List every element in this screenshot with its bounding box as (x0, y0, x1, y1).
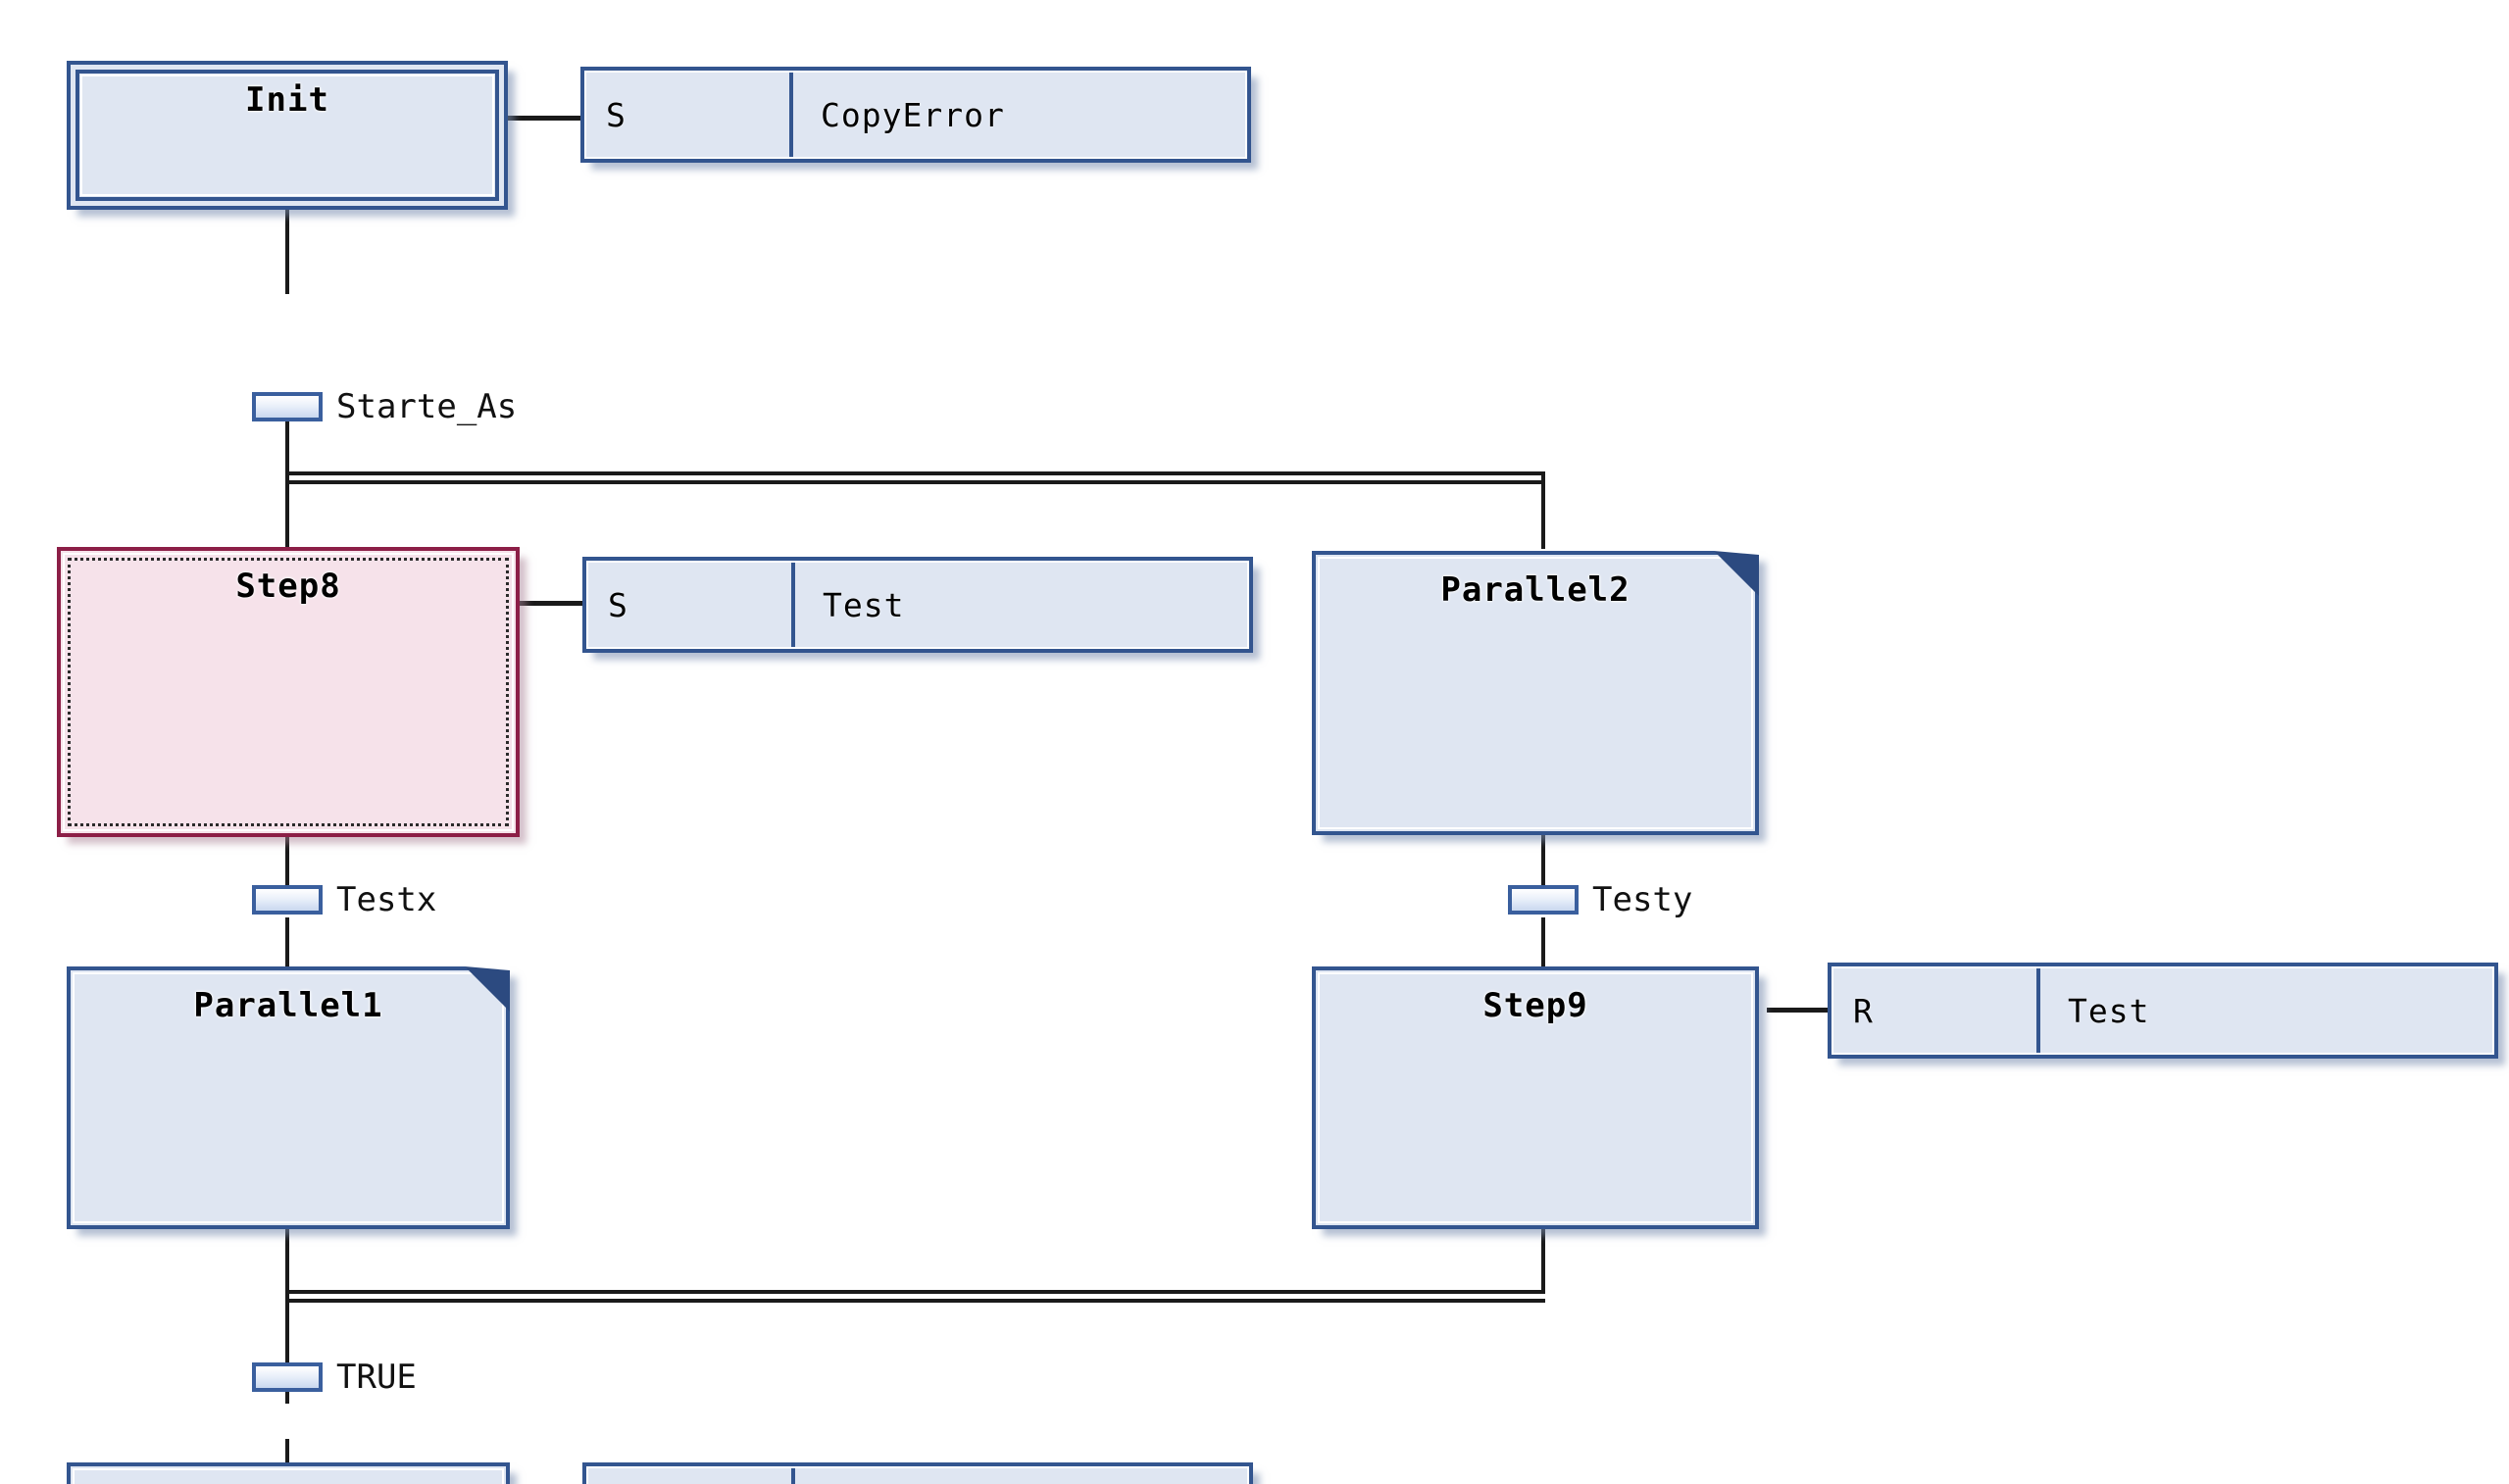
connector-step9-to-convergence (1541, 1223, 1545, 1297)
step-init-label: Init (245, 80, 329, 120)
action-qualifier: D T (586, 1466, 795, 1484)
action-block-copyerror[interactable]: S CopyError (580, 67, 1251, 163)
connector-testx-to-parallel1 (285, 917, 289, 971)
transition-label: Testy (1592, 880, 1693, 919)
step-parallel2[interactable]: Parallel2 (1312, 551, 1759, 835)
transition-bar-icon[interactable] (1508, 885, 1579, 915)
step-parallel1-label: Parallel1 (193, 986, 383, 1025)
transition-label: Starte_As (336, 387, 518, 426)
step-bottom-partial[interactable] (67, 1462, 510, 1484)
connector-parallel1-to-convergence (285, 1223, 289, 1297)
transition-label: TRUE (336, 1358, 417, 1397)
connector-step8-to-testx (285, 837, 289, 888)
action-link-init (506, 116, 580, 121)
transition-bar-icon[interactable] (252, 1362, 323, 1392)
connector-starte-to-divergence (285, 392, 289, 485)
transition-bar-icon[interactable] (252, 392, 323, 421)
connector-divergence-to-parallel2 (1541, 471, 1545, 549)
step-init[interactable]: Init (67, 61, 508, 210)
action-block-bottom-partial[interactable]: D T C (582, 1462, 1253, 1484)
transition-bar-icon[interactable] (252, 885, 323, 915)
connector-parallel2-to-testy (1541, 831, 1545, 888)
action-name: Test (2068, 991, 2150, 1030)
action-qualifier: R (1832, 966, 2040, 1055)
action-link-step8 (518, 601, 582, 606)
step-step9[interactable]: Step9 (1312, 966, 1759, 1229)
action-qualifier: S (586, 561, 795, 649)
step-step8[interactable]: Step8 (57, 547, 520, 837)
action-name: Test (823, 585, 905, 624)
parallel-convergence-line (285, 1290, 1545, 1303)
parallel-divergence-line (285, 471, 1545, 484)
transition-label: Testx (336, 880, 437, 919)
action-name: C (795, 1466, 1249, 1484)
connector-testy-to-step9 (1541, 917, 1545, 971)
action-block-step9-test[interactable]: R Test (1828, 963, 2498, 1059)
connector-init-to-starte (285, 202, 289, 294)
step-bottom-label (71, 1466, 506, 1482)
step-parallel2-label: Parallel2 (1440, 570, 1631, 610)
step-step8-label: Step8 (235, 567, 341, 606)
action-link-step9 (1767, 1008, 1828, 1013)
connector-true-to-bottom-step (285, 1439, 289, 1484)
connector-divergence-to-step8 (285, 471, 289, 549)
connector-convergence-to-true (285, 1290, 289, 1404)
action-qualifier: S (584, 71, 793, 159)
step-step9-label: Step9 (1482, 986, 1588, 1025)
action-block-step8-test[interactable]: S Test (582, 557, 1253, 653)
step-parallel1[interactable]: Parallel1 (67, 966, 510, 1229)
action-name: CopyError (821, 95, 1005, 134)
